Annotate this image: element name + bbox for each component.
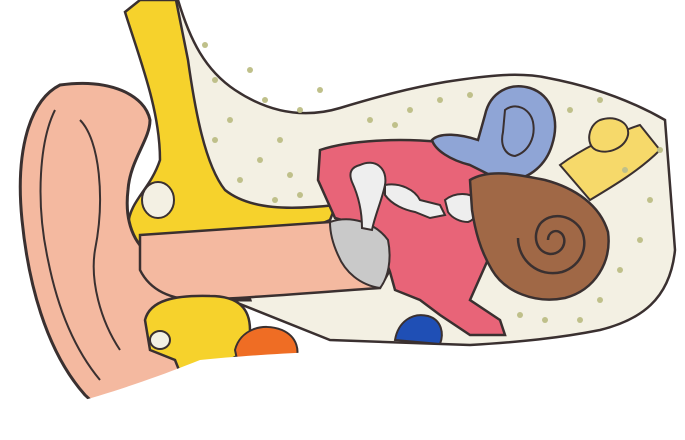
bone-dot: [597, 97, 603, 103]
bone-dot: [467, 92, 473, 98]
bone-dot: [247, 67, 253, 73]
bone-dot: [202, 42, 208, 48]
bone-dot: [577, 317, 583, 323]
bone-dot: [237, 177, 243, 183]
bone-dot: [437, 97, 443, 103]
bone-dot: [287, 172, 293, 178]
bone-dot: [257, 157, 263, 163]
bone-dot: [272, 197, 278, 203]
lower-cartilage-hole: [150, 331, 170, 349]
bone-dot: [227, 117, 233, 123]
bone-dot: [297, 107, 303, 113]
bone-dot: [297, 192, 303, 198]
bone-dot: [597, 297, 603, 303]
bone-dot: [622, 167, 628, 173]
upper-cartilage-hole: [142, 182, 174, 218]
bone-dot: [277, 137, 283, 143]
bone-dot: [262, 97, 268, 103]
bone-dot: [637, 237, 643, 243]
bone-dot: [542, 317, 548, 323]
bone-dot: [367, 117, 373, 123]
bone-dot: [317, 87, 323, 93]
bone-dot: [212, 77, 218, 83]
bone-dot: [657, 147, 663, 153]
bone-dot: [647, 197, 653, 203]
bone-dot: [212, 137, 218, 143]
bone-dot: [617, 267, 623, 273]
bone-dot: [407, 107, 413, 113]
bone-dot: [392, 122, 398, 128]
bone-dot: [567, 107, 573, 113]
bone-dot: [517, 312, 523, 318]
